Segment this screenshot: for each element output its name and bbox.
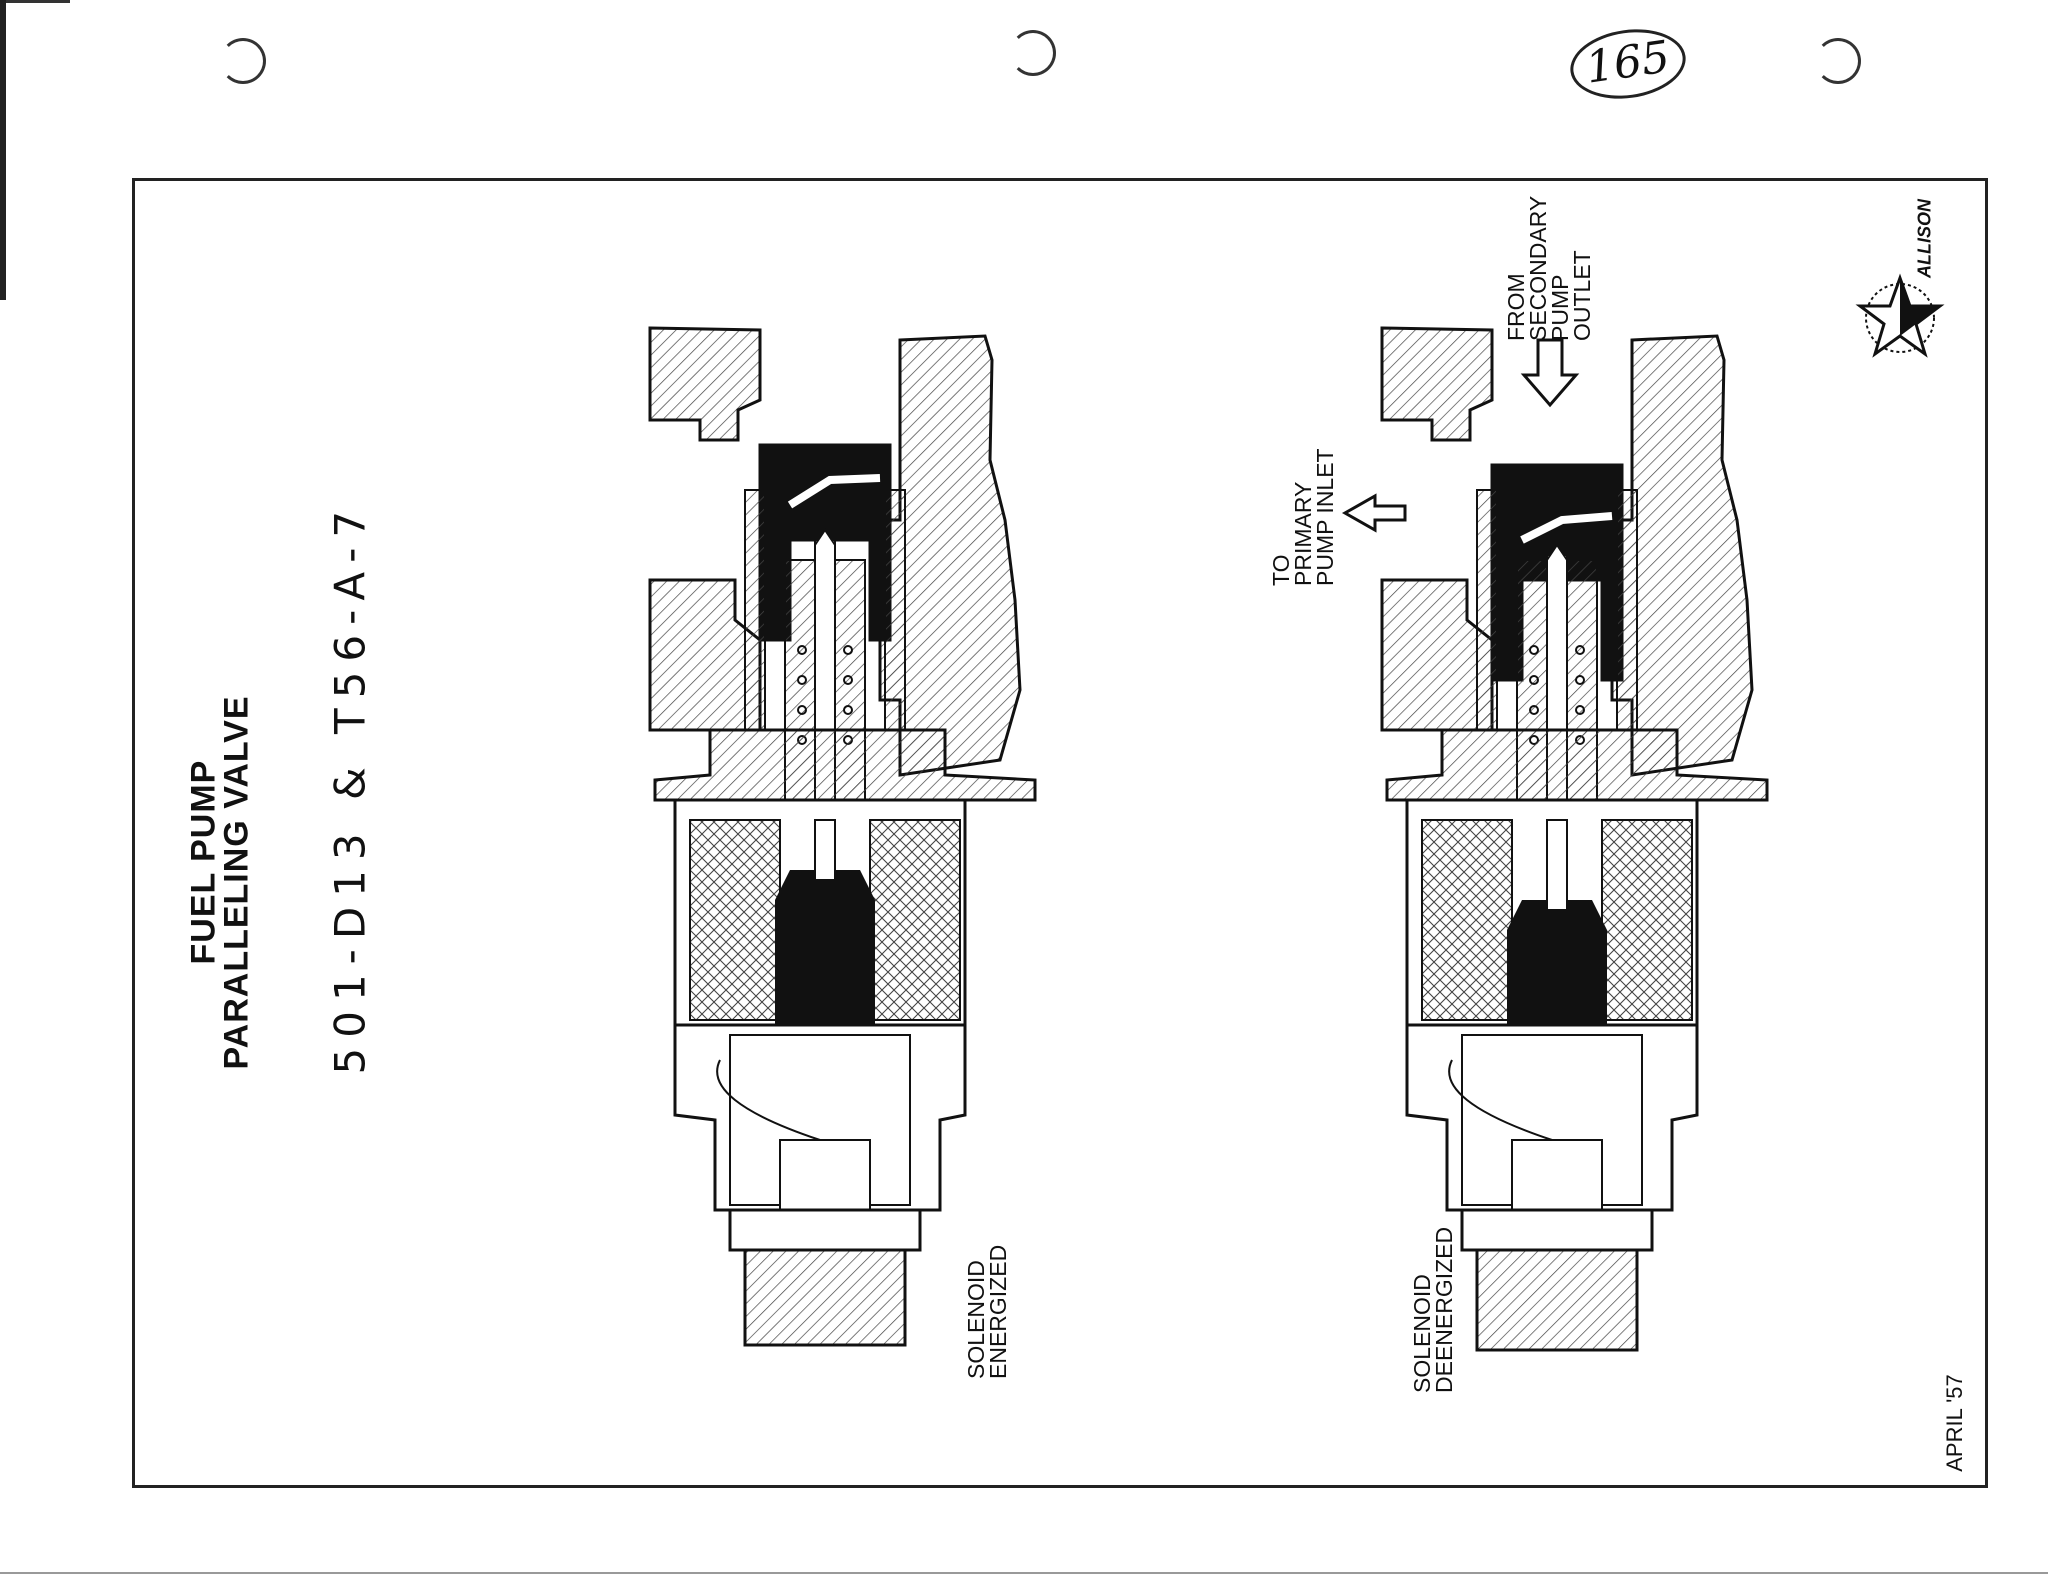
bottom-edge-rule [0,1572,2048,1574]
allison-star-logo [1855,273,1945,358]
diagram-frame [132,178,1988,1488]
top-edge-rule [0,0,70,3]
punch-hole-mark [1010,30,1056,76]
valve-energized [648,326,1037,1347]
arrow-from-secondary [1520,338,1580,408]
punch-hole-mark [220,38,266,84]
arrow-to-primary [1341,493,1407,533]
valve-deenergized [1380,326,1769,1352]
page-binding-edge [0,0,22,300]
punch-hole-mark [1815,38,1861,84]
